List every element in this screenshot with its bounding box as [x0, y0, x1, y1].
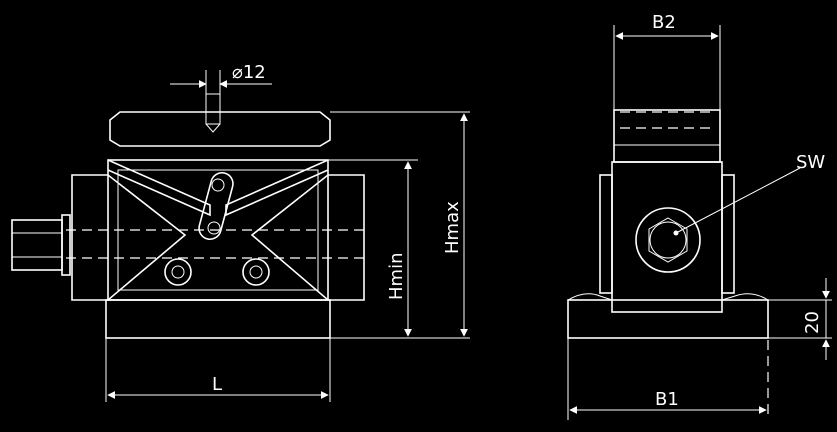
hmax-dimension [330, 111, 470, 337]
b1-label: B1 [655, 389, 679, 410]
side-base-plate [567, 299, 769, 339]
height20-dimension [768, 278, 832, 360]
l-dimension [105, 338, 331, 402]
hmin-label: Hmin [386, 253, 407, 300]
front-cone-right [250, 174, 365, 301]
b1-dimension [567, 338, 769, 420]
sw-leader [673, 167, 801, 236]
hmax-label: Hmax [442, 201, 463, 254]
front-slot-link [198, 171, 234, 241]
front-hex-knob [11, 219, 63, 271]
b2-label: B2 [652, 12, 676, 33]
front-bolt-right [242, 258, 270, 286]
side-hex-bolt [635, 207, 701, 273]
front-pin [205, 93, 221, 125]
b2-dimension [613, 25, 721, 110]
front-view [11, 93, 370, 339]
hmin-dimension [328, 159, 470, 339]
sw-label: SW [796, 152, 825, 173]
front-jaw-upper [107, 159, 211, 217]
side-body [611, 161, 723, 313]
height20-label: 20 [802, 311, 823, 334]
front-base-plate [105, 299, 331, 339]
side-clamp [613, 109, 721, 163]
diameter-label: ⌀12 [232, 62, 266, 83]
side-view [567, 109, 769, 339]
diameter-dimension [170, 70, 272, 94]
l-label: L [212, 374, 222, 395]
front-bolt-left [164, 258, 192, 286]
